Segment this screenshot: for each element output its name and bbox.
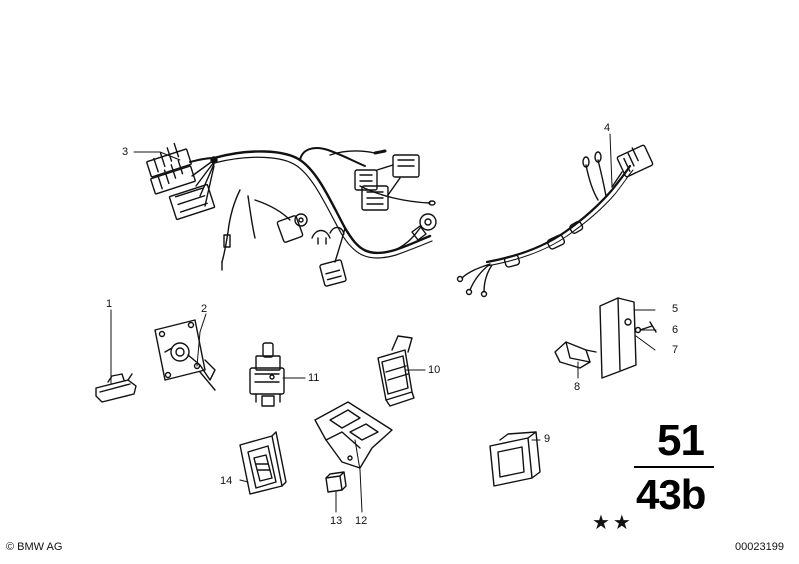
- callout-1: 1: [106, 298, 113, 310]
- part-11-push-switch: [249, 342, 285, 407]
- wiring-harness-main: [146, 142, 437, 287]
- copyright-text: © BMW AG: [6, 541, 63, 553]
- group-number-top: 51: [657, 416, 705, 465]
- callout-4: 4: [604, 122, 611, 134]
- part-10-switch-housing: [377, 335, 415, 407]
- part-2-mounting-plate: [154, 319, 216, 391]
- callout-8: 8: [574, 381, 581, 393]
- star-rating-icon: ★★: [592, 510, 634, 534]
- document-id: 00023199: [735, 541, 784, 553]
- part-12-bracket: [314, 401, 393, 469]
- callout-10: 10: [428, 364, 441, 376]
- callout-6: 6: [672, 324, 679, 336]
- callout-9: 9: [544, 433, 551, 445]
- callout-7: 7: [672, 344, 679, 356]
- callout-5: 5: [672, 303, 679, 315]
- callout-3: 3: [122, 146, 129, 158]
- callout-2: 2: [201, 303, 208, 315]
- part-13-cap: [325, 471, 347, 493]
- part-1-clip: [95, 373, 137, 403]
- leader-lines: [110, 133, 657, 513]
- group-number-bottom: 43b: [636, 471, 706, 518]
- callout-11: 11: [308, 372, 320, 384]
- callout-14: 14: [220, 475, 233, 487]
- part-8-clip: [554, 341, 597, 369]
- group-number-divider: [634, 466, 714, 468]
- callout-12: 12: [355, 515, 368, 527]
- part-14-switch-frame: [239, 431, 287, 495]
- callout-13: 13: [330, 515, 343, 527]
- wiring-lead-right: [456, 144, 654, 298]
- part-9-frame: [489, 431, 541, 487]
